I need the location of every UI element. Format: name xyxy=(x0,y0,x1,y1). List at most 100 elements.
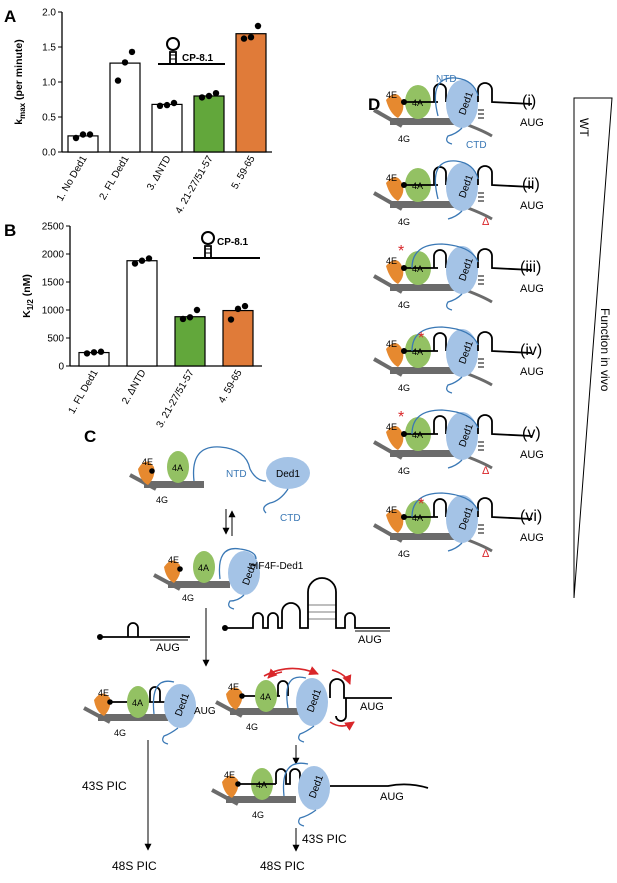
data-point xyxy=(170,99,178,107)
panel-c-complex-final: 4E 4A 4G Ded1 AUG xyxy=(211,762,429,827)
d-row-2: Δ xyxy=(372,160,534,228)
d-4a-6: 4A xyxy=(412,513,423,523)
data-point xyxy=(240,35,248,42)
x-tick-label: 4. 21-27/51-57 xyxy=(174,154,216,216)
x-tick-label: 1. No Ded1 xyxy=(55,154,90,204)
d-aug-5: AUG xyxy=(520,449,544,461)
d-delta-5: Δ xyxy=(482,465,490,477)
data-point xyxy=(247,34,255,41)
panel-label-a: A xyxy=(4,7,16,26)
c-br-label-4a: 4A xyxy=(260,692,271,702)
y-tick-label: 1500 xyxy=(42,278,65,289)
panel-label-b: B xyxy=(4,221,16,240)
d-4e-1: 4E xyxy=(386,90,397,100)
d-4e-3: 4E xyxy=(386,256,397,266)
c-label-aug-simple: AUG xyxy=(156,642,180,654)
panel-c-complex-bottom-right: 4E 4A 4G Ded1 AUG xyxy=(215,666,392,743)
c-complex-label-4e: 4E xyxy=(168,555,179,565)
panel-label-d: D xyxy=(368,95,380,114)
d-row-labels: (i) (ii) (iii) (iv) (v) (vi) AUG AUG AUG… xyxy=(386,90,544,559)
data-point xyxy=(254,22,262,30)
d-4e-4: 4E xyxy=(386,339,397,349)
d-4g-1: 4G xyxy=(398,134,410,144)
mrna-simple: AUG xyxy=(97,622,190,654)
d-4a-2: 4A xyxy=(412,181,423,191)
d-row-label-5: (v) xyxy=(522,425,541,442)
panel-c-complex-bottom-left: 4E 4A 4G Ded1 AUG xyxy=(83,680,216,745)
c-f-label-4e: 4E xyxy=(224,770,235,780)
c-bl-label-4a: 4A xyxy=(132,698,143,708)
y-axis-label: kmax (per minute) xyxy=(13,39,27,124)
data-point xyxy=(212,90,220,97)
d-star-6: * xyxy=(418,496,424,513)
x-tick-label: 1. FL Ded1 xyxy=(67,368,101,416)
bar xyxy=(126,260,158,367)
c-br-label-4e: 4E xyxy=(228,682,239,692)
y-tick-label: 500 xyxy=(47,334,64,345)
d-4a-1: 4A xyxy=(412,98,423,108)
y-tick-label: 0.0 xyxy=(42,148,56,159)
c-label-aug-structured: AUG xyxy=(358,634,382,646)
data-point xyxy=(131,260,139,267)
y-tick-label: 2000 xyxy=(42,250,65,261)
d-row-label-3: (iii) xyxy=(520,259,541,276)
d-row-1: NTD CTD xyxy=(372,74,534,151)
d-aug-4: AUG xyxy=(520,366,544,378)
d-row-4: * xyxy=(372,326,534,394)
y-tick-label: 0 xyxy=(58,362,64,373)
function-triangle: WT Function in vivo xyxy=(573,97,613,599)
red-arrow-right-bottom xyxy=(329,721,355,731)
data-point xyxy=(179,315,187,323)
d-4a-3: 4A xyxy=(412,264,423,274)
data-point xyxy=(83,350,91,357)
bar xyxy=(109,62,141,153)
bar xyxy=(222,309,254,367)
data-point xyxy=(90,349,98,356)
c-label-48s-pic-left: 48S PIC xyxy=(112,859,157,873)
d-star-3: * xyxy=(398,243,404,260)
d-aug-1: AUG xyxy=(520,117,544,129)
annotation-cp81-a: CP-8.1 xyxy=(182,53,214,64)
label-function-in-vivo: Function in vivo xyxy=(598,308,612,392)
d-row-label-2: (ii) xyxy=(522,176,540,193)
data-point xyxy=(193,306,201,314)
d-4e-6: 4E xyxy=(386,505,397,515)
panel-label-c: C xyxy=(84,427,96,446)
d-aug-2: AUG xyxy=(520,200,544,212)
c-bl-label-aug: AUG xyxy=(194,706,216,717)
c-complex-label-4g: 4G xyxy=(182,593,194,603)
y-tick-label: 1000 xyxy=(42,306,65,317)
x-tick-label: 2. ΔNTD xyxy=(120,368,148,406)
d-label-ctd: CTD xyxy=(466,140,487,151)
d-star-4: * xyxy=(418,330,424,347)
panel-c-free-components: 4E 4A 4G NTD Ded1 CTD xyxy=(129,446,310,524)
x-tick-label: 3. 21-27/51-57 xyxy=(155,368,197,430)
y-axis-label: K1/2 (nM) xyxy=(21,274,35,318)
d-4g-4: 4G xyxy=(398,383,410,393)
x-tick-label: 4. 59-65 xyxy=(217,368,245,406)
c-bl-label-4g: 4G xyxy=(114,728,126,738)
data-point xyxy=(138,257,146,264)
d-row-3: * xyxy=(372,243,534,311)
panel-c-complex: 4E 4A 4G Ded1 xyxy=(153,547,260,610)
d-4e-2: 4E xyxy=(386,173,397,183)
annotation-cp81-b: CP-8.1 xyxy=(217,237,249,248)
y-tick-label: 1.5 xyxy=(42,43,56,54)
data-point xyxy=(121,59,129,66)
data-point xyxy=(128,48,136,56)
d-delta-6: Δ xyxy=(482,548,490,560)
data-point xyxy=(86,131,94,138)
c-label-eif4f-ded1: eIF4F-Ded1 xyxy=(250,561,304,572)
y-tick-label: 2.0 xyxy=(42,8,56,19)
c-f-label-4g: 4G xyxy=(252,810,264,820)
mrna-structured: AUG xyxy=(222,577,390,646)
bar xyxy=(193,95,225,153)
d-row-6: * Δ xyxy=(372,492,534,560)
c-label-ctd: CTD xyxy=(280,513,301,524)
d-aug-3: AUG xyxy=(520,283,544,295)
bar xyxy=(67,135,99,153)
d-4g-3: 4G xyxy=(398,300,410,310)
data-point xyxy=(163,101,171,109)
data-point xyxy=(205,92,213,100)
c-label-ded1: Ded1 xyxy=(276,469,300,480)
